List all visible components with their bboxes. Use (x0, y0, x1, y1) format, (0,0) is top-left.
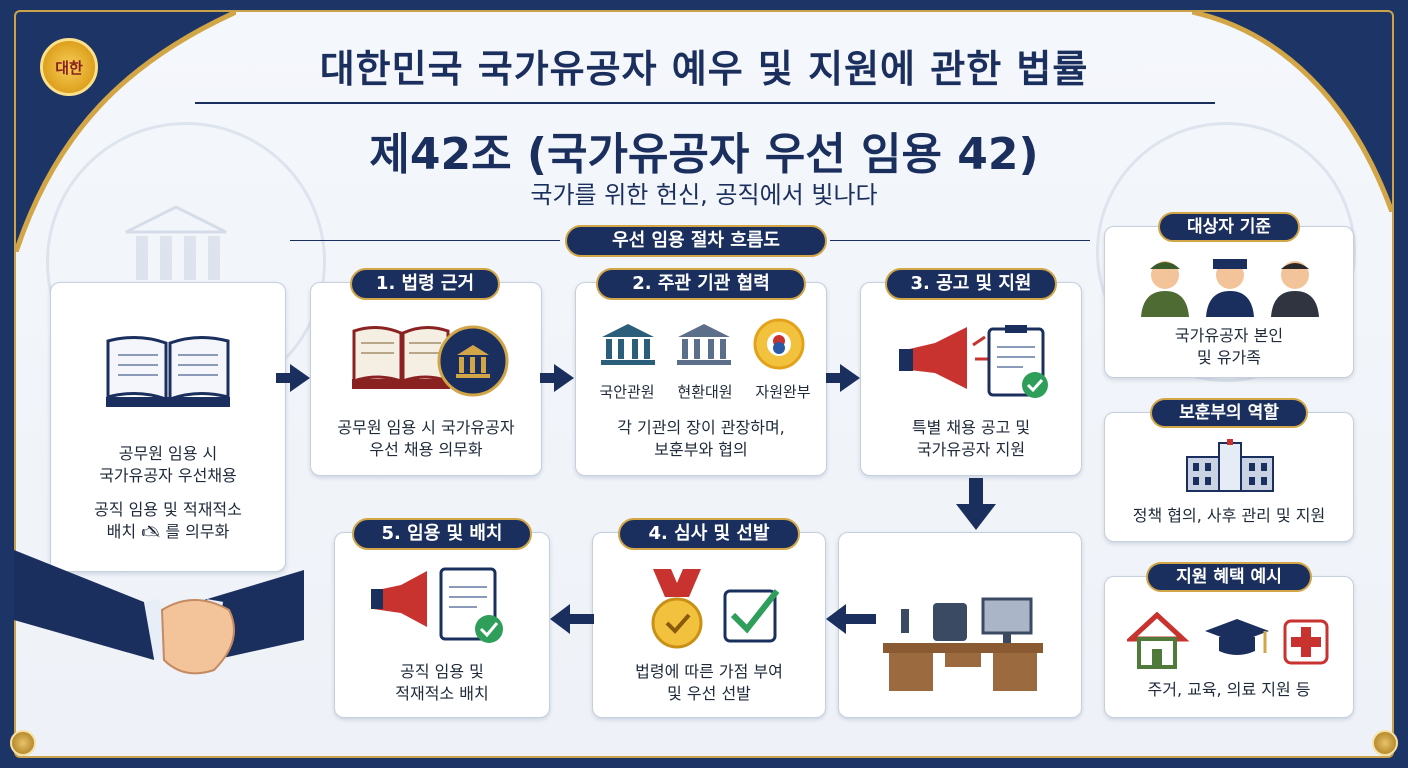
agency-label-3: 자원완부 (755, 383, 811, 401)
step-2-text-1: 각 기관의 장이 관장하며, (617, 418, 785, 437)
flow-title-badge: 우선 임용 절차 흐름도 (565, 225, 827, 257)
subtitle: 국가를 위한 헌신, 공직에서 빛나다 (530, 181, 878, 209)
arrow-right-icon (276, 364, 310, 392)
step-card-2: 국안관원 현환대원 자원완부 각 기관의 장이 관장하며, 보훈부와 협의 (575, 282, 827, 476)
side-2-text-1: 정책 협의, 사후 관리 및 지원 (1132, 506, 1326, 525)
medal-check-icon (651, 569, 780, 649)
step-card-1: 공무원 임용 시 국가유공자 우선 채용 의무화 (310, 282, 542, 476)
gold-swoop-right (1192, 12, 1392, 212)
agency-label-1: 국안관원 (599, 383, 655, 401)
side-card-eligibility: 국가유공자 본인 및 유가족 (1104, 226, 1354, 378)
arrow-down-icon (956, 478, 996, 530)
veterans-people-icon (1141, 259, 1319, 317)
step-1-text-1: 공무원 임용 시 국가유공자 (337, 418, 515, 437)
flow-divider-right (830, 240, 1090, 241)
step-5-text-2: 적재적소 배치 (395, 684, 489, 703)
step-5-text-1: 공직 임용 및 (400, 662, 484, 681)
side-1-badge: 대상자 기준 (1158, 212, 1300, 242)
watermark-seal-right (1096, 122, 1356, 382)
ministry-seal-icon (753, 318, 805, 370)
megaphone-clipboard-icon (899, 325, 1048, 398)
intro-text-1: 공무원 임용 시 (118, 444, 218, 463)
flow-divider-left (290, 240, 560, 241)
agency-label-2: 현환대원 (677, 383, 733, 401)
government-building-icon (601, 324, 655, 365)
law-book-seal-icon (352, 325, 509, 397)
step-4-text-2: 및 우선 선발 (667, 684, 751, 703)
arrow-left-icon (826, 604, 876, 634)
arrow-left-icon (550, 604, 594, 634)
step-1-text-2: 우선 채용 의무화 (369, 440, 483, 459)
step-3-text-2: 국가유공자 지원 (916, 440, 1026, 459)
watermark-building-icon (125, 205, 227, 280)
national-assembly-emblem: 대한 (40, 38, 98, 96)
courthouse-icon (677, 324, 731, 365)
desk-card (838, 532, 1082, 718)
corner-ornament-icon (1372, 730, 1398, 756)
page-title: 대한민국 국가유공자 예우 및 지원에 관한 법률 (319, 47, 1089, 91)
step-5-badge: 5. 임용 및 배치 (352, 518, 532, 550)
intro-text-3: 공직 임용 및 적재적소 (94, 500, 242, 519)
side-1-text-1: 국가유공자 본인 (1174, 326, 1284, 345)
megaphone-document-icon (371, 567, 503, 643)
office-desk-icon (883, 597, 1043, 691)
handshake-icon (14, 550, 304, 675)
step-4-text-1: 법령에 따른 가점 부여 (635, 662, 783, 681)
side-1-text-2: 및 유가족 (1197, 348, 1261, 367)
step-3-badge: 3. 공고 및 지원 (885, 268, 1057, 300)
step-card-5: 공직 임용 및 적재적소 배치 (334, 532, 550, 718)
step-1-badge: 1. 법령 근거 (350, 268, 500, 300)
side-card-role: 정책 협의, 사후 관리 및 지원 (1104, 412, 1354, 542)
intro-text-2: 국가유공자 우선채용 (99, 466, 237, 485)
ministry-building-icon (1186, 439, 1274, 492)
arrow-right-icon (540, 364, 574, 392)
benefit-icons (1127, 611, 1329, 669)
side-3-badge: 지원 혜택 예시 (1146, 562, 1312, 592)
corner-ornament-icon (10, 730, 36, 756)
intro-text-4: 배치 🖎 를 의무화 (106, 522, 230, 541)
step-2-text-2: 보훈부와 협의 (654, 440, 748, 459)
step-4-badge: 4. 심사 및 선발 (618, 518, 800, 550)
arrow-right-icon (826, 364, 860, 392)
side-3-text-1: 주거, 교육, 의료 지원 등 (1147, 680, 1311, 699)
step-2-badge: 2. 주관 기관 협력 (596, 268, 806, 300)
side-2-badge: 보훈부의 역할 (1150, 398, 1308, 428)
step-card-3: 특별 채용 공고 및 국가유공자 지원 (860, 282, 1082, 476)
intro-card: 공무원 임용 시 국가유공자 우선채용 공직 임용 및 적재적소 배치 🖎 를 … (50, 282, 286, 572)
article-heading: 제42조 (국가유공자 우선 임용 42) (369, 129, 1039, 180)
step-3-text-1: 특별 채용 공고 및 (911, 418, 1031, 437)
step-card-4: 법령에 따른 가점 부여 및 우선 선발 (592, 532, 826, 718)
open-book-icon (106, 336, 230, 407)
title-divider (195, 102, 1215, 104)
side-card-benefits: 주거, 교육, 의료 지원 등 (1104, 576, 1354, 718)
